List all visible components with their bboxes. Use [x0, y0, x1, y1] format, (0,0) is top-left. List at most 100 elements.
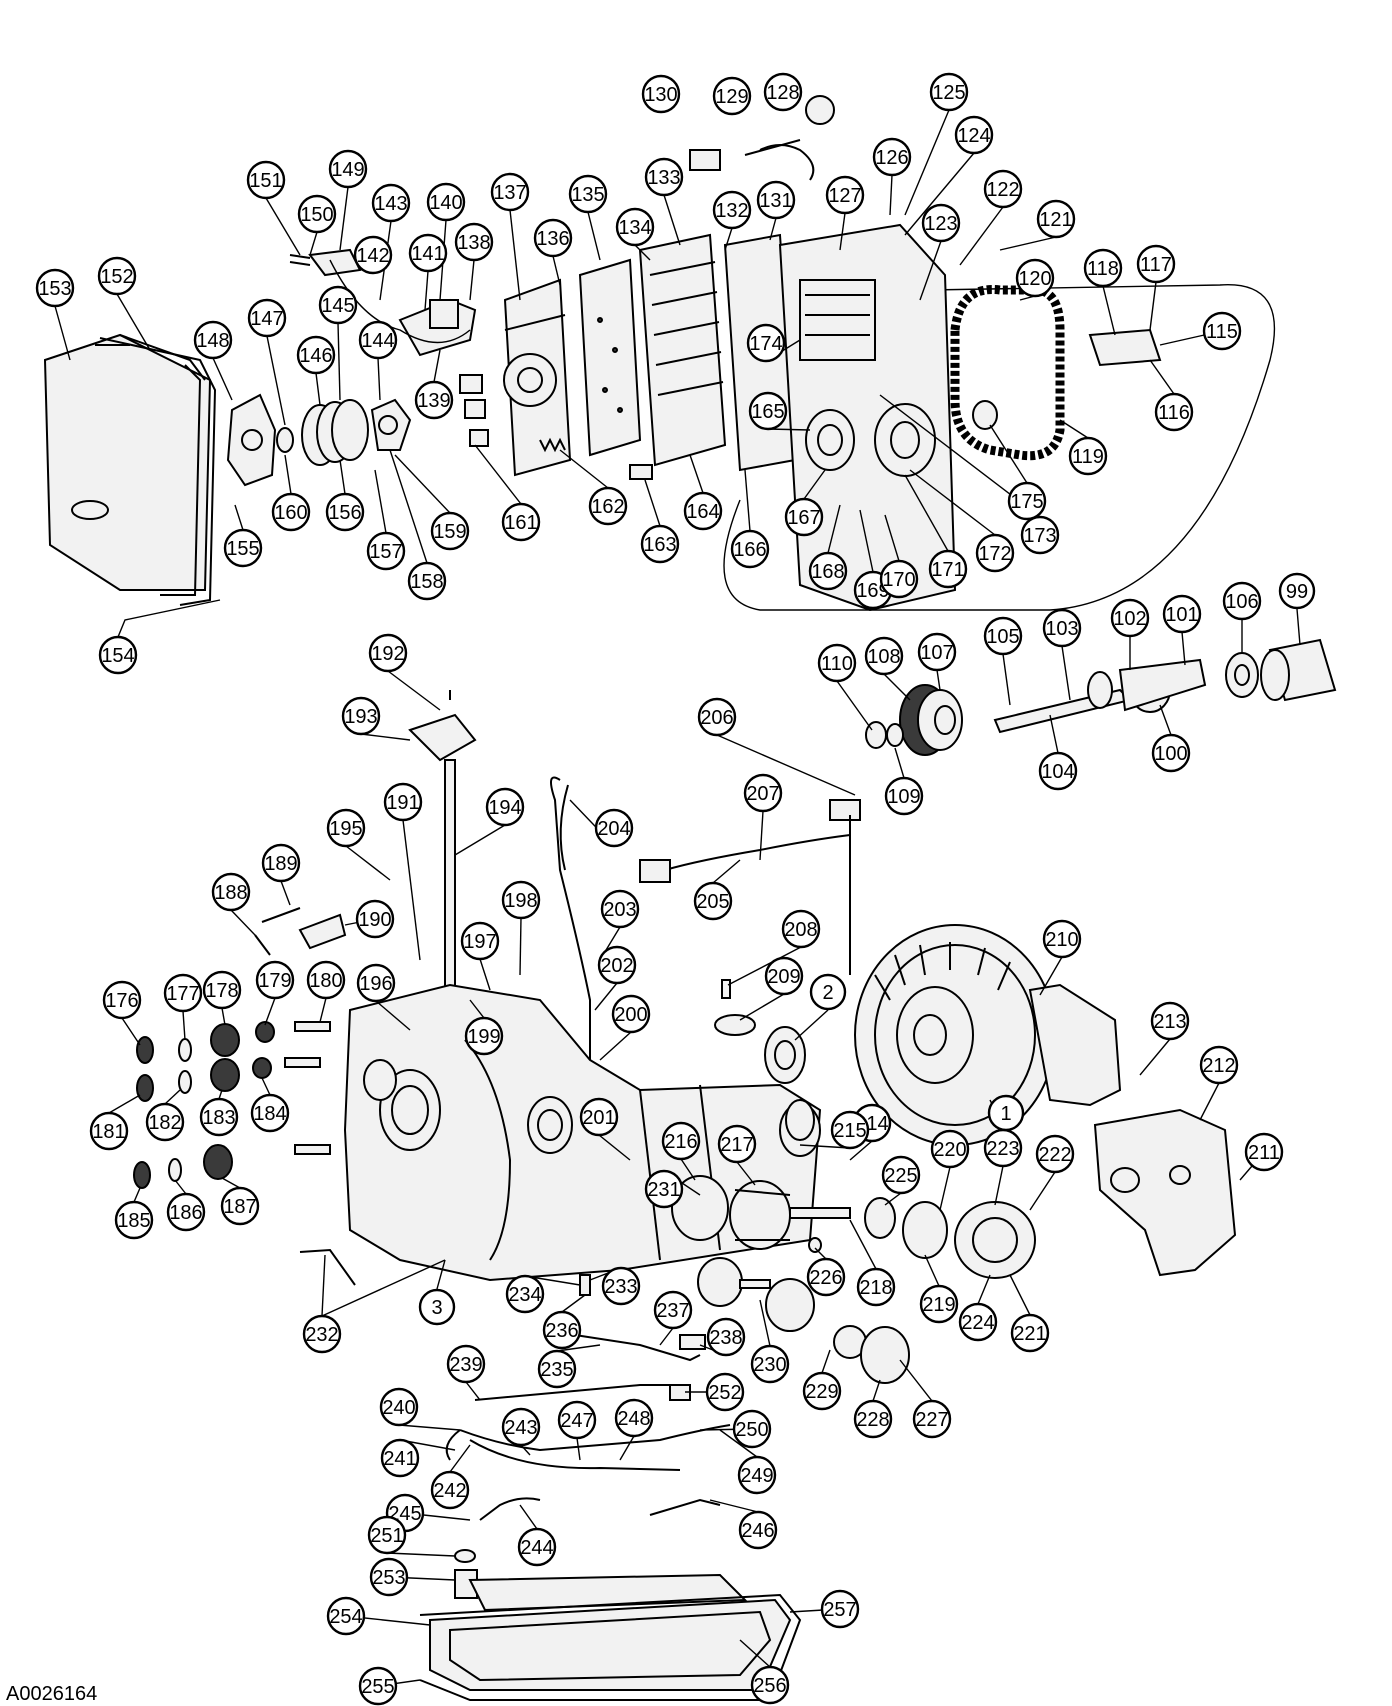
callout-226: 226 — [806, 1257, 846, 1297]
callout-204: 204 — [594, 808, 634, 848]
callout-181: 181 — [89, 1111, 129, 1151]
callout-bubble — [884, 776, 924, 816]
callout-label: 226 — [809, 1267, 842, 1289]
callout-bubble — [145, 1102, 185, 1142]
callout-bubble — [430, 1470, 470, 1510]
callout-243: 243 — [501, 1407, 541, 1447]
callout-label: 229 — [805, 1381, 838, 1403]
callout-187: 187 — [220, 1186, 260, 1226]
callout-label: 126 — [875, 147, 908, 169]
callout-bubble — [318, 285, 358, 325]
callout-251: 251 — [367, 1515, 407, 1555]
callout-label: 133 — [647, 167, 680, 189]
callout-117: 117 — [1136, 244, 1176, 284]
callout-label: 251 — [370, 1525, 403, 1547]
callout-label: 144 — [361, 330, 394, 352]
callout-label: 240 — [382, 1397, 415, 1419]
callout-label: 188 — [214, 882, 247, 904]
callout-bubble — [1020, 515, 1060, 555]
callout-185: 185 — [114, 1200, 154, 1240]
callout-bubble — [746, 323, 786, 363]
callout-label: 139 — [417, 390, 450, 412]
callout-241: 241 — [380, 1438, 420, 1478]
callout-108: 108 — [864, 636, 904, 676]
callout-212: 212 — [1199, 1045, 1239, 1085]
callout-168: 168 — [808, 551, 848, 591]
callout-label: 156 — [328, 502, 361, 524]
seal-rings — [276, 399, 369, 466]
callout-bubble — [579, 1097, 619, 1137]
callout-label: 231 — [647, 1179, 680, 1201]
callout-bubble — [1042, 919, 1082, 959]
bearing-106 — [1225, 652, 1259, 698]
callout-label: 124 — [957, 125, 990, 147]
callout-115: 115 — [1202, 311, 1242, 351]
callout-label: 204 — [597, 818, 630, 840]
solenoid-bracket-left — [289, 248, 362, 277]
callout-bubble — [1010, 1313, 1050, 1353]
callout-bubble — [1038, 751, 1078, 791]
callout-124: 124 — [954, 115, 994, 155]
callout-bubble — [730, 529, 770, 569]
callout-210: 210 — [1042, 919, 1082, 959]
callout-249: 249 — [737, 1455, 777, 1495]
callout-257: 257 — [820, 1589, 860, 1629]
callout-bubble — [1199, 1045, 1239, 1085]
callout-bubble — [166, 1192, 206, 1232]
callout-bubble — [193, 320, 233, 360]
callout-bubble — [697, 697, 737, 737]
callout-233: 233 — [601, 1266, 641, 1306]
callout-label: 136 — [536, 228, 569, 250]
sprocket-gear — [899, 684, 963, 756]
callout-191: 191 — [383, 782, 423, 822]
callout-205: 205 — [693, 881, 733, 921]
callout-bubble — [1154, 392, 1194, 432]
callout-122: 122 — [983, 169, 1023, 209]
callout-102: 102 — [1110, 598, 1150, 638]
callout-label: 202 — [600, 955, 633, 977]
callout-bubble — [1042, 608, 1082, 648]
callout-label: 135 — [571, 184, 604, 206]
callout-bubble — [928, 549, 968, 589]
callout-bubble — [246, 160, 286, 200]
callout-label: 208 — [784, 919, 817, 941]
callout-bubble — [1136, 244, 1176, 284]
callout-201: 201 — [579, 1097, 619, 1137]
speed-sensor-harness — [639, 799, 861, 975]
callout-label: 181 — [92, 1121, 125, 1143]
callout-bubble — [615, 207, 655, 247]
callout-label: 253 — [372, 1567, 405, 1589]
callout-label: 168 — [811, 561, 844, 583]
callout-label: 149 — [331, 159, 364, 181]
valve-body-lower — [638, 233, 727, 467]
callout-bubble — [501, 1407, 541, 1447]
callout-180: 180 — [306, 960, 346, 1000]
callout-bubble — [958, 1302, 998, 1342]
callout-231: 231 — [644, 1169, 684, 1209]
callout-label: 157 — [369, 541, 402, 563]
callout-label: 145 — [321, 295, 354, 317]
callout-bubble — [501, 502, 541, 542]
callout-bubble — [644, 157, 684, 197]
valve-body-upper-left — [398, 298, 489, 447]
callout-239: 239 — [446, 1344, 486, 1384]
callout-110: 110 — [817, 643, 857, 683]
pump-cover-plate — [226, 393, 277, 487]
callout-bubble — [750, 1344, 790, 1384]
oil-filter — [454, 1549, 748, 1612]
side-cover-gasket — [99, 337, 217, 606]
callout-227: 227 — [912, 1399, 952, 1439]
callout-196: 196 — [356, 963, 396, 1003]
callout-bubble — [505, 1274, 545, 1314]
callout-223: 223 — [983, 1128, 1023, 1168]
callout-label: 116 — [1158, 402, 1190, 424]
callout-label: 170 — [882, 569, 915, 591]
callout-bubble — [380, 1438, 420, 1478]
callout-220: 220 — [930, 1129, 970, 1169]
callout-149: 149 — [328, 149, 368, 189]
callout-156: 156 — [325, 492, 365, 532]
callout-label: 224 — [961, 1312, 994, 1334]
callout-107: 107 — [917, 632, 957, 672]
callout-bubble — [296, 335, 336, 375]
